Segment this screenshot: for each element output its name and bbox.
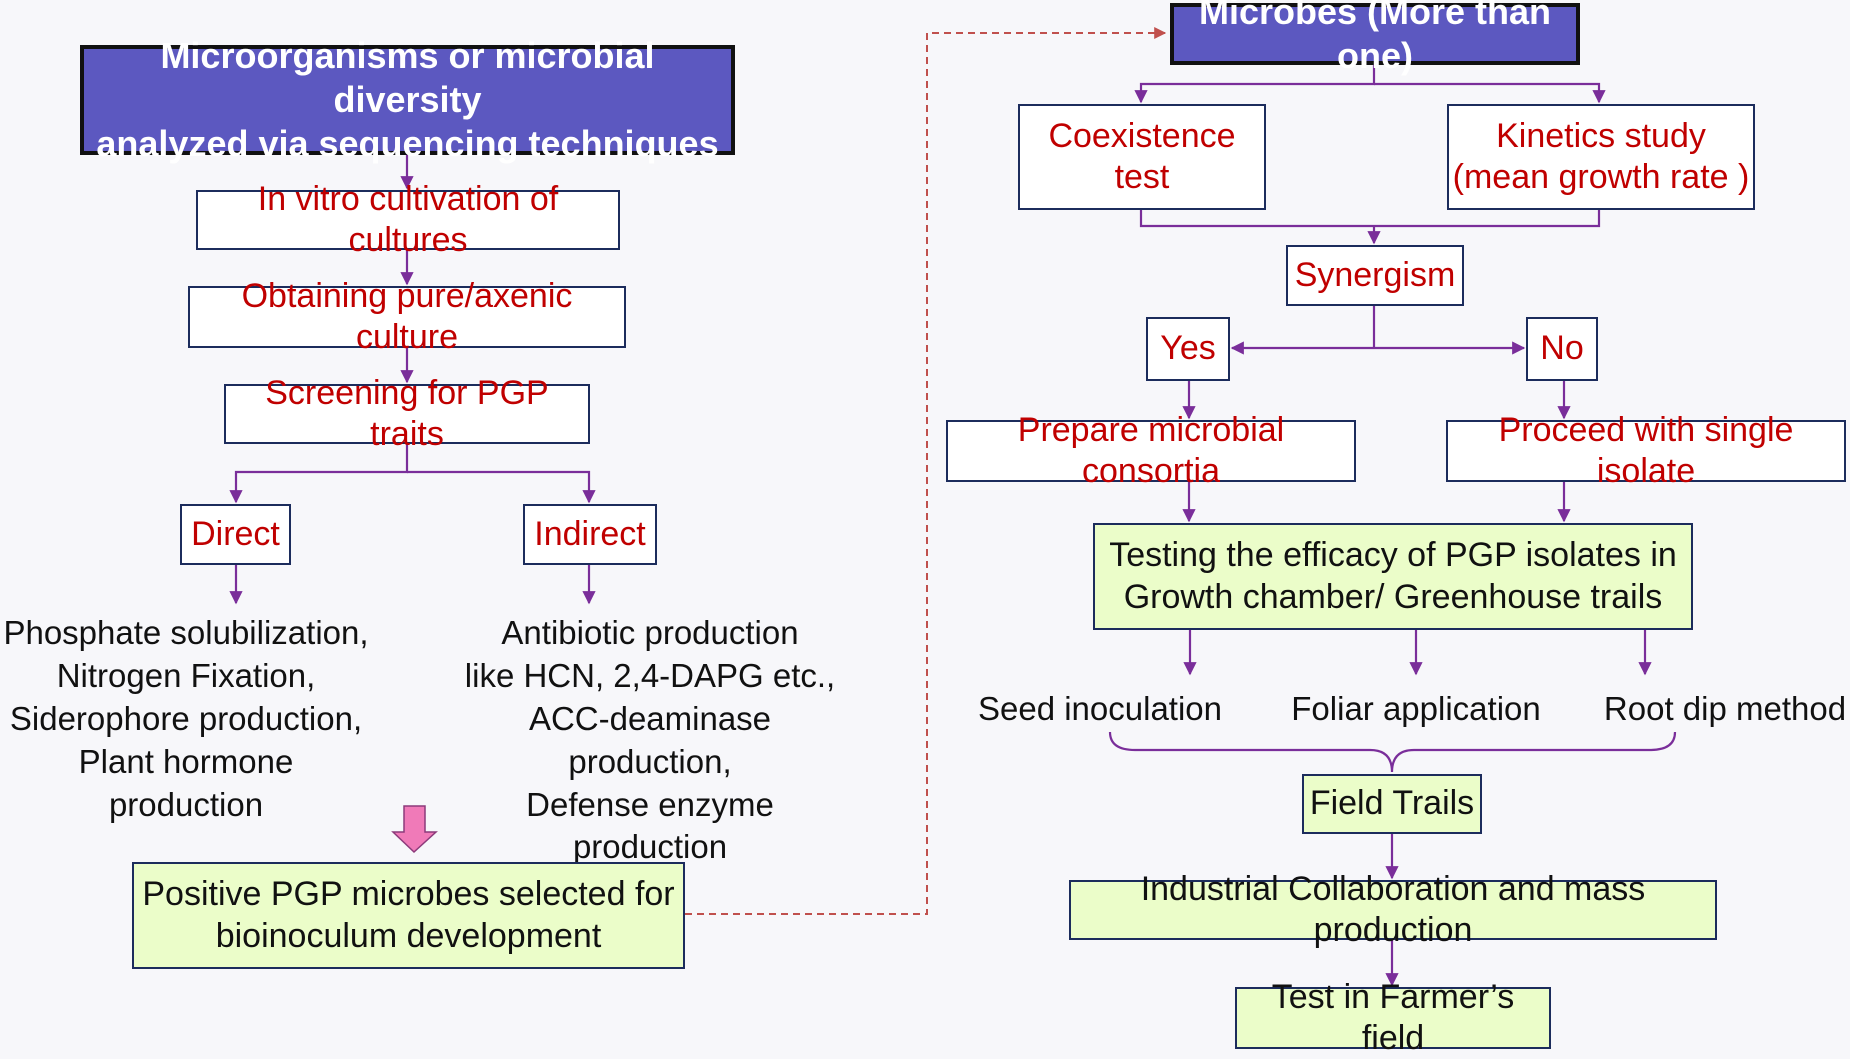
indirect-traits-text: Antibiotic production like HCN, 2,4-DAPG… <box>464 614 836 866</box>
no-box: No <box>1526 317 1598 381</box>
microbial-consortia-box: Prepare microbial consortia <box>946 411 1356 490</box>
positive-pgp-box: Positive PGP microbes selected for bioin… <box>132 862 685 969</box>
indirect-box: Indirect <box>523 504 657 565</box>
screening-box: Screening for PGP traits <box>224 374 590 453</box>
farmer-field-box: Test in Farmer’s field <box>1235 978 1551 1057</box>
in-vitro-cultivation-box: In vitro cultivation of cultures <box>196 180 620 259</box>
seed-inoculation-text: Seed inoculation <box>977 690 1223 727</box>
brace-application-methods <box>1108 731 1677 773</box>
root-dip-method-text: Root dip method <box>1603 690 1847 727</box>
direct-box: Direct <box>180 504 291 565</box>
kinetics-study-box: Kinetics study (mean growth rate ) <box>1447 104 1755 210</box>
foliar-application-text: Foliar application <box>1291 690 1541 727</box>
connector-screening-split <box>229 444 409 504</box>
right-header-box: Microbes (More than one) <box>1170 0 1580 76</box>
dashed-link-positive-to-microbes <box>685 27 1167 915</box>
left-header-box: Microorganisms or microbial diversity an… <box>80 35 735 164</box>
synergism-box: Synergism <box>1286 245 1464 306</box>
connector-screening-split-right <box>407 470 596 504</box>
connector-microbes-split <box>1134 65 1376 104</box>
connector-microbes-split-right <box>1374 82 1606 104</box>
testing-efficacy-box: Testing the efficacy of PGP isolates in … <box>1093 523 1693 630</box>
yes-box: Yes <box>1146 317 1230 381</box>
pink-down-arrow-icon <box>391 805 438 854</box>
direct-traits-text: Phosphate solubilization, Nitrogen Fixat… <box>3 614 369 823</box>
field-trails-box: Field Trails <box>1302 774 1482 834</box>
single-isolate-box: Proceed with single isolate <box>1446 411 1846 490</box>
pure-culture-box: Obtaining pure/axenic culture <box>188 277 626 356</box>
industrial-collaboration-box: Industrial Collaboration and mass produc… <box>1069 870 1717 949</box>
coexistence-test-box: Coexistence test <box>1018 104 1266 210</box>
connector-coexistence-join <box>1139 210 1601 228</box>
